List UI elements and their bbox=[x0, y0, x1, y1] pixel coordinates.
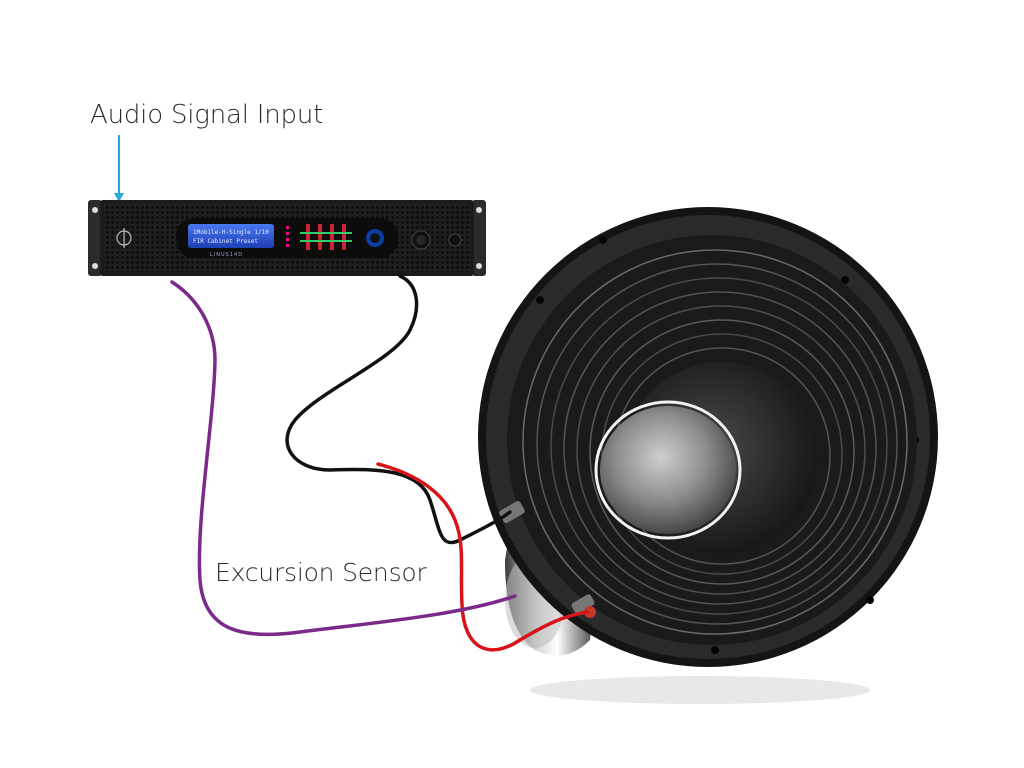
speaker-negative-cable bbox=[285, 274, 512, 545]
amplifier-display bbox=[188, 224, 274, 248]
amplifier-led-meters bbox=[286, 224, 352, 250]
excursion-sensor-label: Excursion Sensor bbox=[215, 558, 427, 587]
loudspeaker bbox=[478, 207, 938, 704]
speaker-terminals bbox=[499, 501, 596, 618]
audio-signal-input-label: Audio Signal Input bbox=[90, 100, 324, 130]
speaker-positive-cable bbox=[376, 462, 590, 652]
audio-input-pointer-arrow bbox=[114, 135, 124, 202]
amplifier-display-line-1: 1Mobile-H-Single 1/10 bbox=[193, 229, 269, 236]
speaker-cone bbox=[507, 235, 917, 645]
amplifier-display-line-2: FIR Cabinet Preset bbox=[193, 238, 258, 245]
amplifier-model-label: LINUS14D bbox=[210, 252, 243, 258]
amplifier-logo bbox=[116, 228, 132, 248]
excursion-sensor-cable bbox=[170, 280, 517, 637]
amplifier: 1Mobile-H-Single 1/10 FIR Cabinet Preset… bbox=[88, 200, 486, 276]
speaker-dust-cap bbox=[600, 406, 736, 534]
